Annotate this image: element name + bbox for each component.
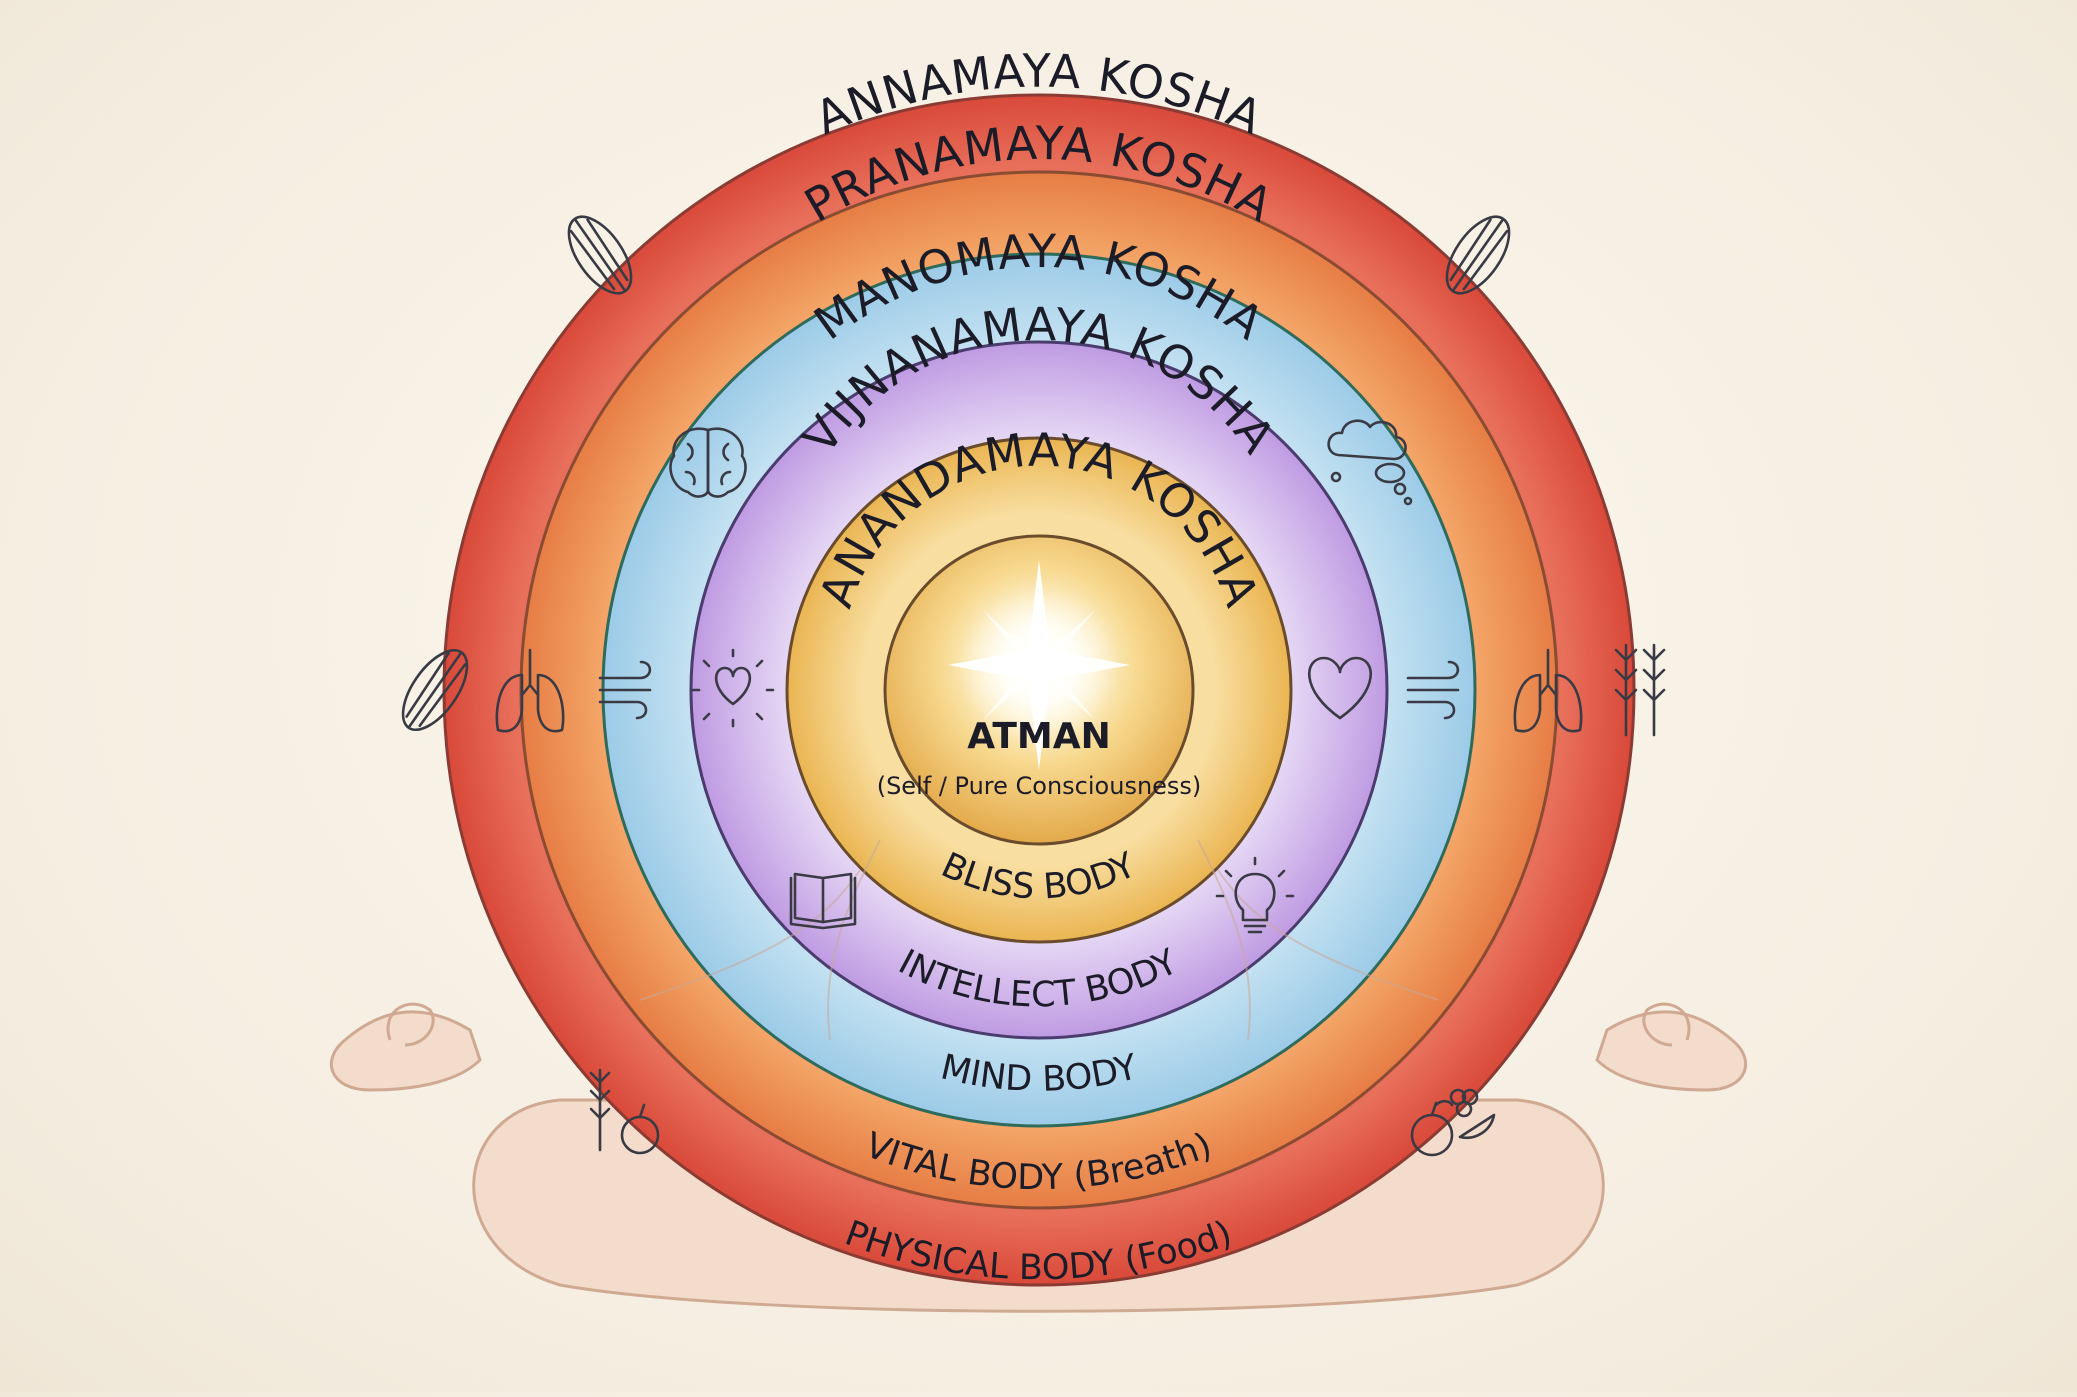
fruit-icon [1410,1088,1496,1157]
heart-icon [1307,656,1373,720]
atman-title: ATMAN [967,716,1110,757]
wind-icon [1406,660,1460,720]
lungs-icon [495,648,565,733]
muscle-icon [1445,215,1511,295]
right-fingers [1642,1002,1691,1047]
muscle-icon [401,648,469,732]
lungs-icon [1513,648,1583,733]
wheat-icon [589,1068,611,1152]
left-hand [329,1010,482,1092]
left-fingers [386,1002,435,1047]
atman-starburst [948,560,1130,770]
body-outline [639,839,1439,1041]
fruit-icon [620,1103,660,1155]
muscle-icon [567,215,633,295]
thought-cloud-icon [1327,419,1413,506]
atman-subtitle: (Self / Pure Consciousness) [877,772,1202,800]
brain-icon [669,427,747,498]
lightbulb-icon [1215,856,1295,934]
wind-icon [598,660,652,720]
book-icon [789,872,857,930]
wheat-icon [1614,643,1666,737]
radiant-heart-icon [691,648,775,728]
right-hand [1595,1010,1748,1092]
